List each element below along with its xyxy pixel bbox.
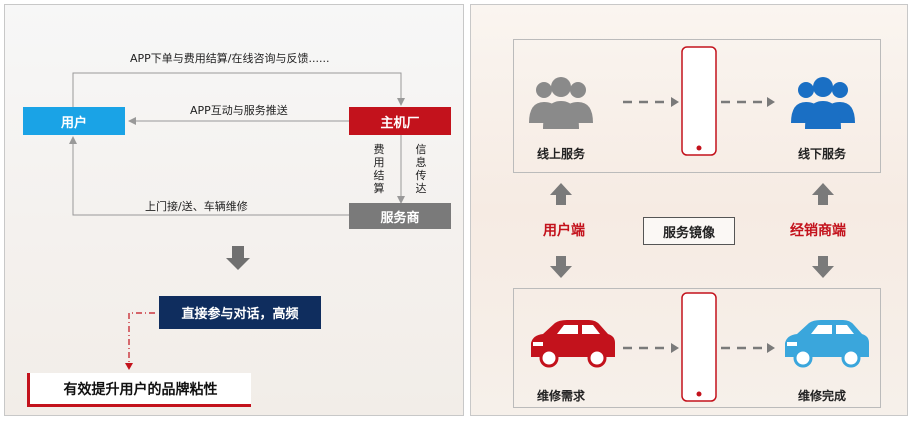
- online-service-label: 线上服务: [536, 147, 585, 161]
- offline-service-label: 线下服务: [797, 147, 846, 161]
- repair-need-car-icon: [531, 320, 615, 368]
- service-mirror-panel: 线上服务 线下服务 用户端 服务镜像 经销商端 维修需求 维修完成: [470, 4, 908, 416]
- fee-settlement-label: 费用结算: [373, 143, 385, 195]
- service-provider-box: 服务商: [349, 203, 451, 229]
- brand-stickiness-box: 有效提升用户的品牌粘性: [27, 373, 251, 407]
- dealer-end-label: 经销商端: [790, 223, 846, 239]
- service-mirror-box: 服务镜像: [643, 217, 735, 245]
- door-service-label: 上门接/送、车辆维修: [145, 200, 248, 213]
- interaction-label: APP互动与服务推送: [190, 104, 288, 117]
- online-offline-section: [513, 39, 881, 173]
- repair-section: [513, 288, 881, 408]
- user-box: 用户: [23, 107, 125, 135]
- feedback-label: APP下单与费用结算/在线咨询与反馈......: [130, 52, 330, 65]
- user-end-label: 用户端: [543, 223, 585, 239]
- direct-dialogue-box: 直接参与对话，高频: [159, 296, 321, 329]
- repair-need-label: 维修需求: [536, 389, 585, 403]
- mirror-graphics: [529, 46, 869, 402]
- offline-users-icon: [791, 77, 855, 129]
- service-flow-panel: APP下单与费用结算/在线咨询与反馈...... APP互动与服务推送 用户 主…: [4, 4, 464, 416]
- manufacturer-box: 主机厂: [349, 107, 451, 135]
- repair-done-label: 维修完成: [797, 389, 846, 403]
- flow-connectors: [69, 72, 405, 370]
- online-users-icon: [529, 77, 593, 129]
- info-transfer-label: 信息传达: [415, 143, 427, 195]
- repair-done-car-icon: [785, 320, 869, 368]
